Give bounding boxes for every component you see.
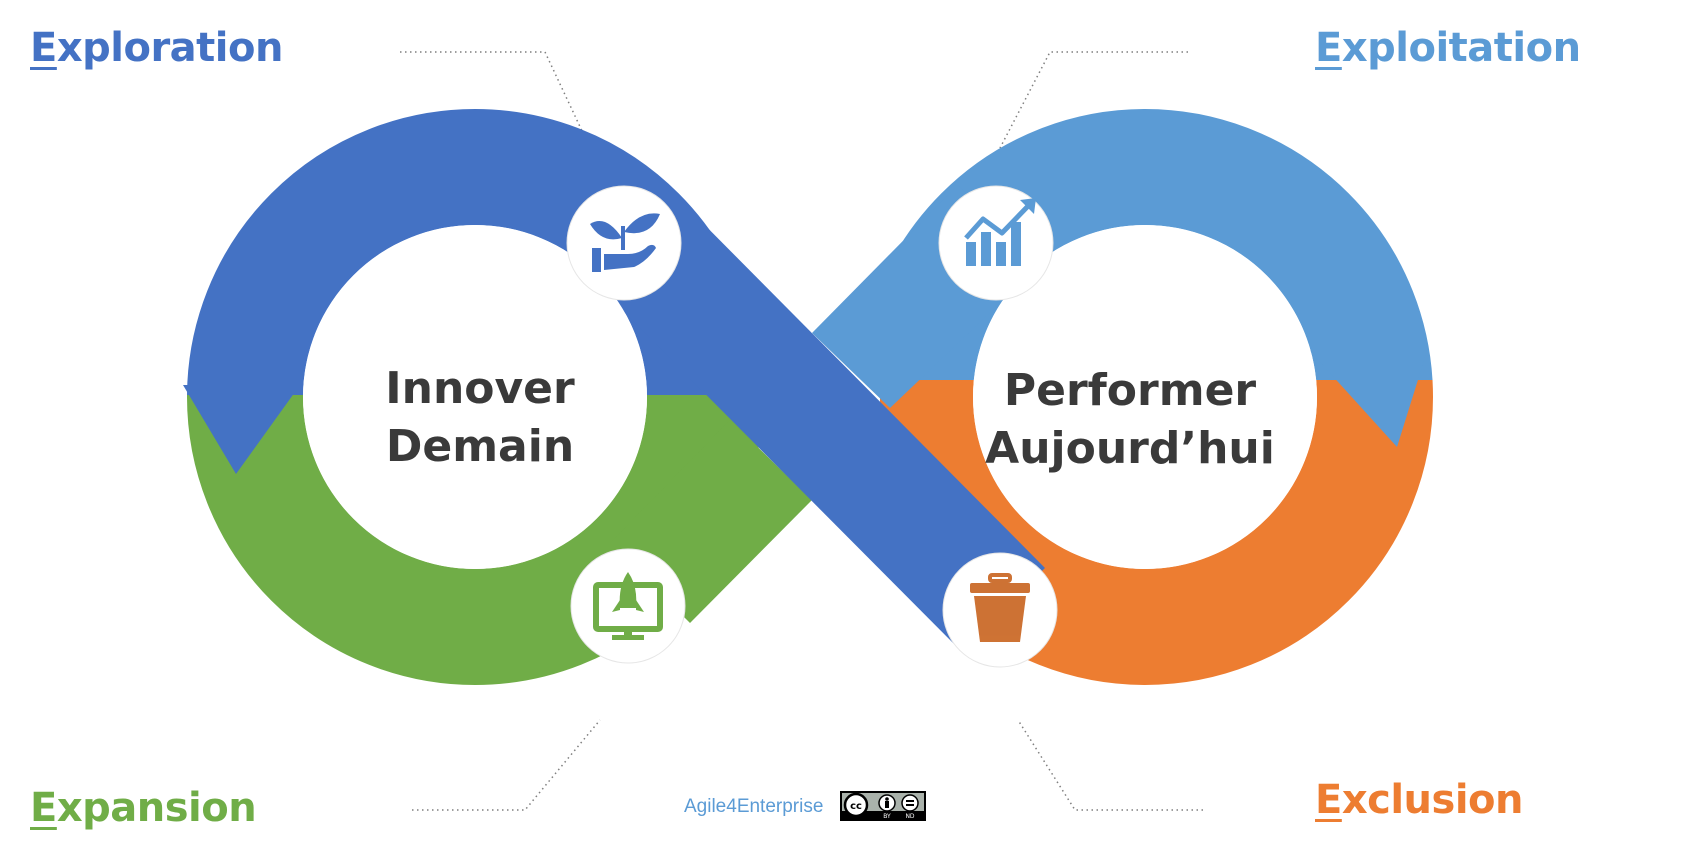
arrowhead-exploration	[183, 385, 300, 474]
icon-badge-exploitation	[938, 185, 1054, 301]
by-text: BY	[883, 813, 891, 820]
connector-exploration	[400, 51, 591, 149]
connector-lines	[400, 51, 1203, 811]
ring-exploitation	[880, 109, 1433, 380]
trash-bin-icon	[970, 573, 1030, 642]
ring-exploration	[187, 109, 763, 395]
arrowhead-exploitation	[1310, 351, 1427, 447]
cc-text: cc	[850, 801, 862, 812]
label-exploration: Exploration	[30, 25, 283, 71]
connector-exclusion	[1017, 719, 1203, 811]
plant-in-hand-icon	[590, 213, 660, 272]
rising-bar-chart-icon	[964, 198, 1036, 266]
center-left-line1: Innover	[385, 363, 575, 414]
center-text-left: Innover Demain	[330, 360, 630, 476]
connector-exploitation	[999, 51, 1188, 149]
icon-badge-exploration	[566, 185, 682, 301]
icon-badge-exclusion	[942, 552, 1058, 668]
label-expansion: Expansion	[30, 785, 257, 831]
nd-icon	[901, 794, 919, 812]
center-text-right: Performer Aujourd’hui	[960, 362, 1300, 478]
inner-circle-left	[303, 225, 647, 569]
cc-license-badge: cc BY ND	[840, 791, 926, 821]
icon-badge-expansion	[570, 548, 686, 664]
footer-brand: Agile4Enterprise	[684, 796, 824, 817]
rocket-monitor-icon	[593, 572, 663, 640]
center-right-line2: Aujourd’hui	[985, 423, 1275, 474]
center-right-line1: Performer	[1003, 365, 1257, 416]
center-left-line2: Demain	[385, 421, 575, 472]
band-blue	[590, 190, 1045, 650]
label-exploitation: Exploitation	[1315, 25, 1581, 71]
cc-icon	[843, 792, 869, 818]
connector-expansion	[412, 719, 601, 811]
inner-circle-right	[973, 225, 1317, 569]
label-exclusion: Exclusion	[1315, 777, 1524, 823]
nd-text: ND	[905, 813, 914, 820]
